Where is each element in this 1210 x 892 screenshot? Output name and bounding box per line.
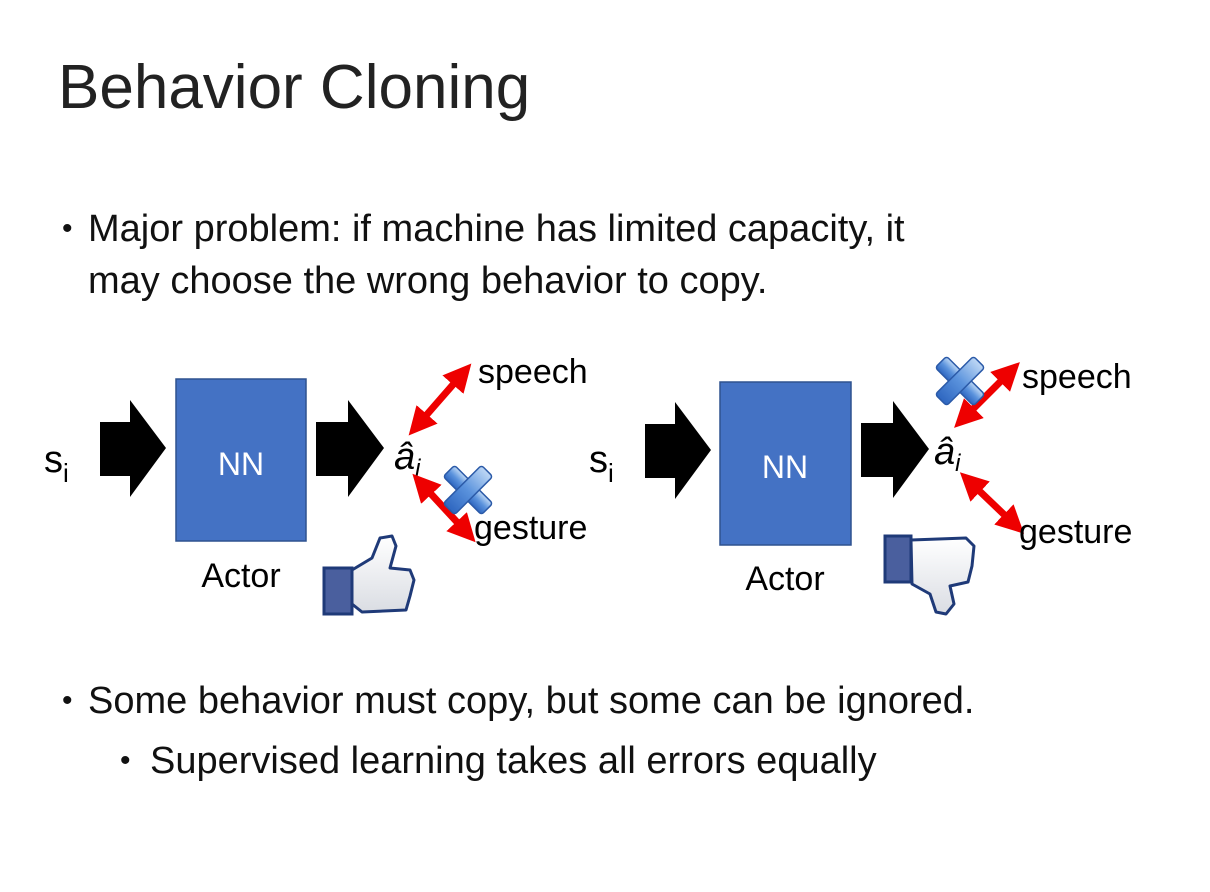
input-arrow xyxy=(100,400,166,497)
sub-bullet-text: Supervised learning takes all errors equ… xyxy=(150,740,877,782)
bullet-dot: • xyxy=(62,212,73,245)
bullet-dot: • xyxy=(62,684,73,717)
nn-label: NN xyxy=(762,449,808,485)
predicted-action: âi xyxy=(394,436,421,482)
bullet-1-line-2: may choose the wrong behavior to copy. xyxy=(88,260,768,302)
nn-box xyxy=(175,378,307,542)
speech-label: speech xyxy=(1022,358,1132,396)
cross-icon xyxy=(935,356,985,406)
cross-icon xyxy=(443,465,493,515)
input-state: si xyxy=(589,439,614,488)
bullet-dot: • xyxy=(120,744,131,777)
left-diagram: si NN Actor âi speech gesture xyxy=(44,353,588,616)
speech-link-arrow xyxy=(408,363,472,436)
bullet-2-text: Some behavior must copy, but some can be… xyxy=(88,680,975,722)
nn-box xyxy=(719,381,852,546)
gesture-link-arrow xyxy=(412,473,476,543)
input-state: si xyxy=(44,439,69,488)
nn-label: NN xyxy=(218,446,264,482)
bullet-1-line-1: Major problem: if machine has limited ca… xyxy=(88,208,905,250)
speech-link-arrow xyxy=(954,362,1020,428)
gesture-label: gesture xyxy=(1019,513,1132,551)
speech-label: speech xyxy=(478,353,588,391)
gesture-label: gesture xyxy=(474,509,587,547)
thumbs-down-icon xyxy=(883,534,976,616)
gesture-link-arrow xyxy=(959,472,1025,534)
actor-label: Actor xyxy=(745,560,824,598)
output-arrow xyxy=(316,400,384,497)
output-arrow xyxy=(861,401,929,498)
thumbs-up-icon xyxy=(322,534,416,616)
slide-title: Behavior Cloning xyxy=(58,53,531,122)
right-diagram: si NN Actor âi speech gesture xyxy=(589,356,1132,616)
input-arrow xyxy=(645,402,711,499)
actor-label: Actor xyxy=(201,557,280,595)
predicted-action: âi xyxy=(934,431,961,477)
